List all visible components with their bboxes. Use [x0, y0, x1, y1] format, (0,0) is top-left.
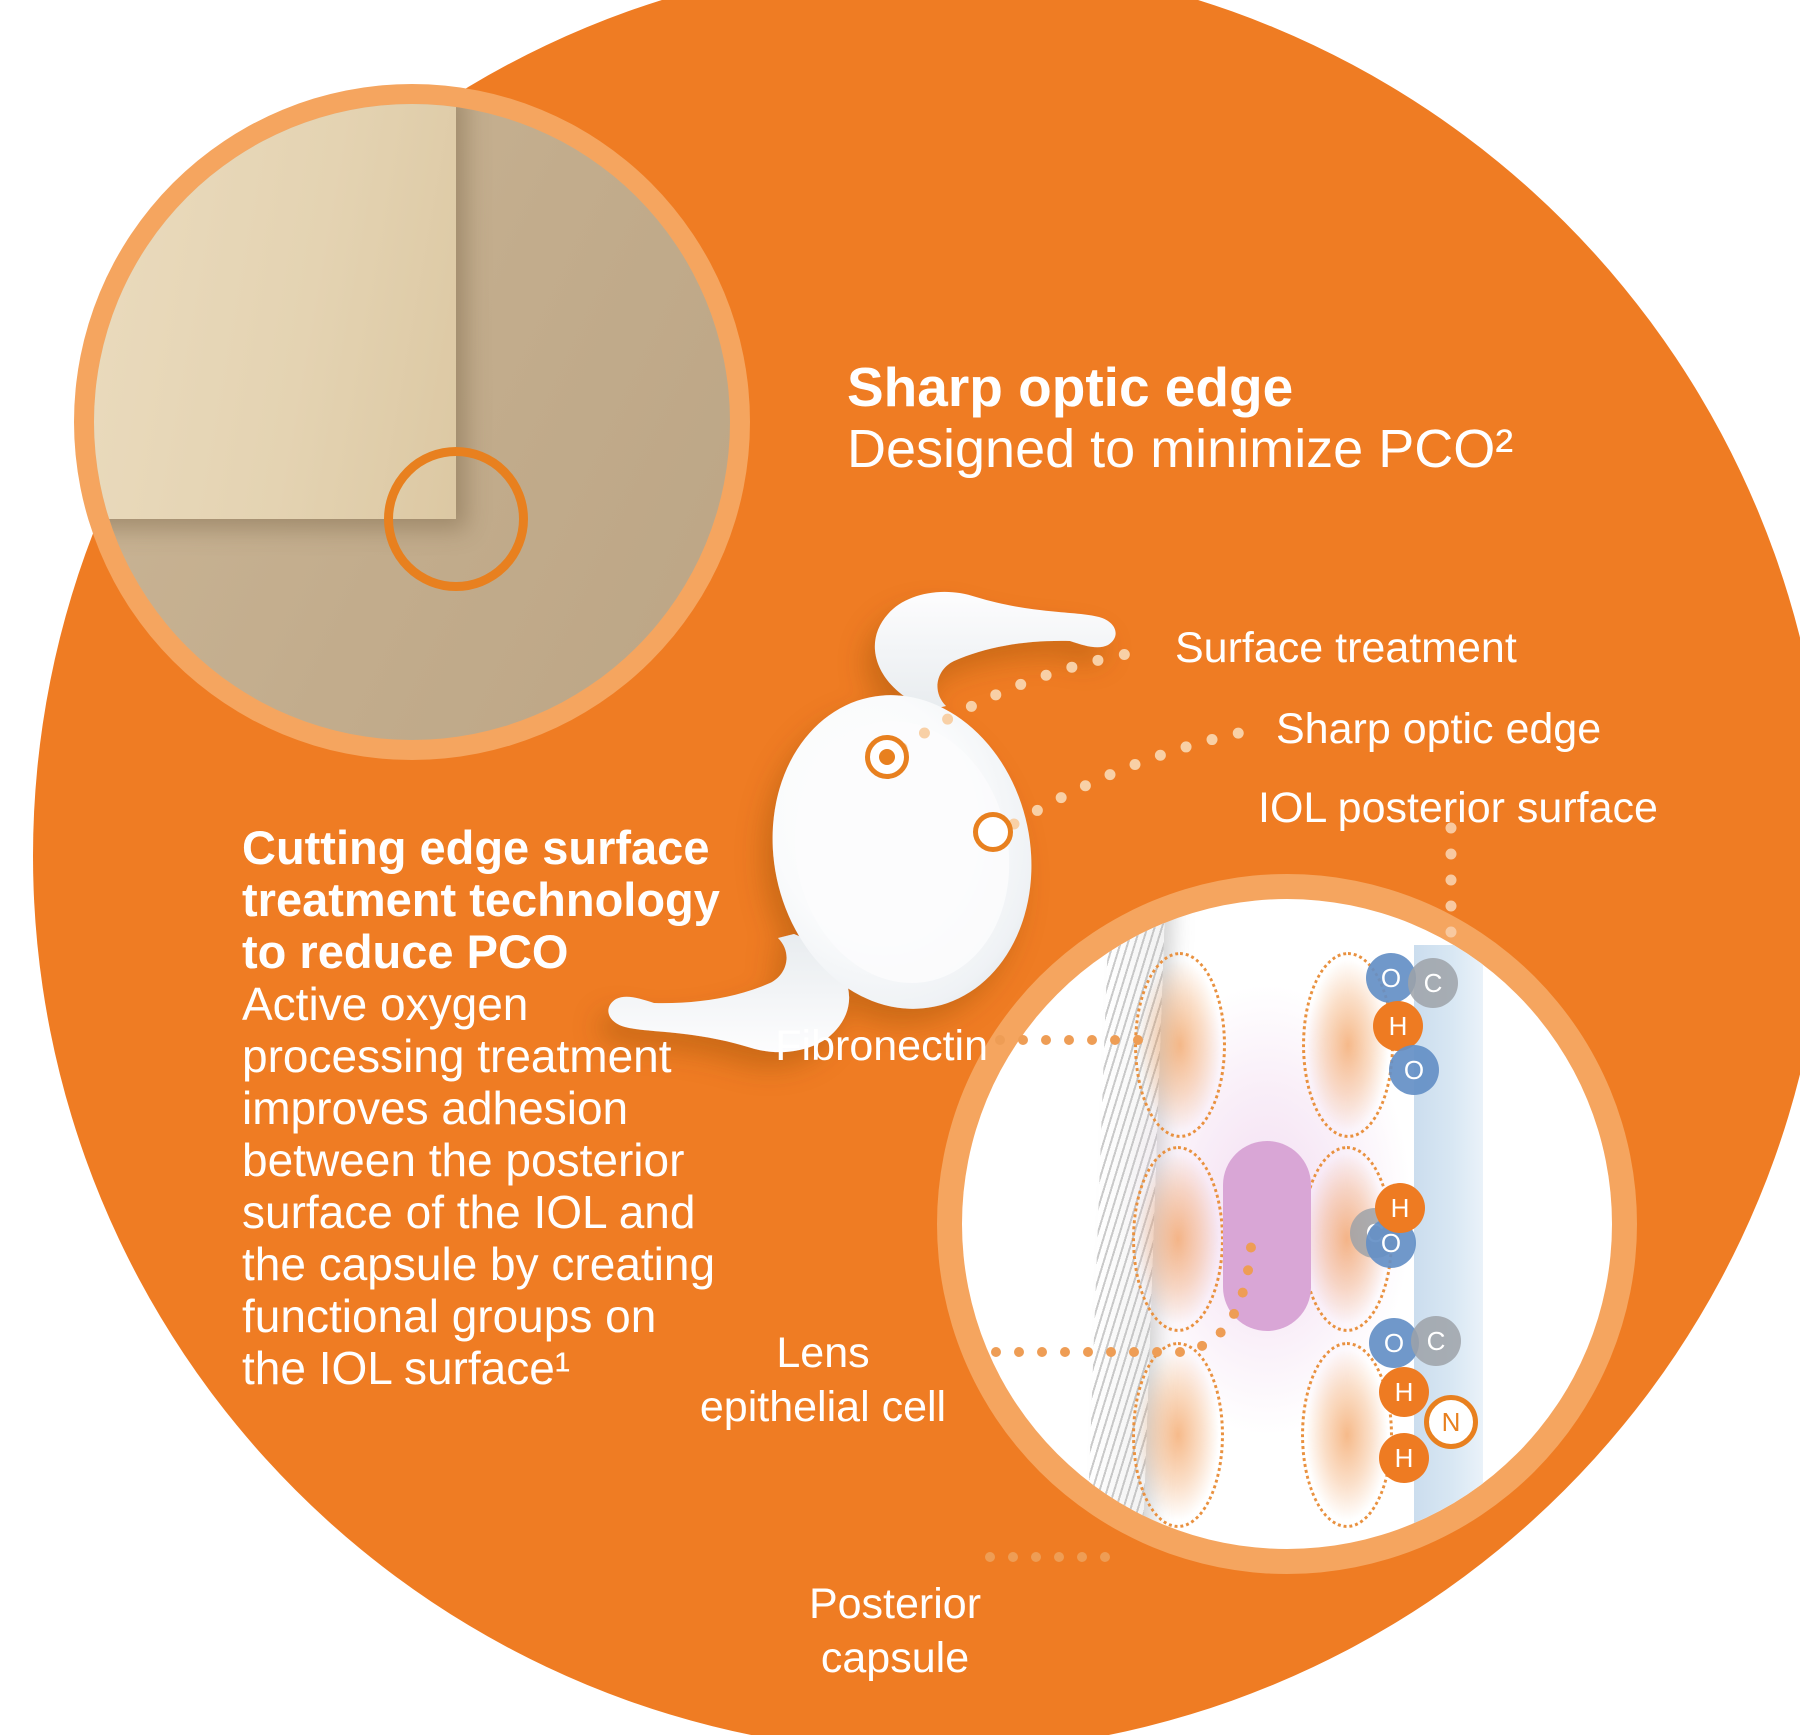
headline-title: Sharp optic edge	[847, 356, 1294, 418]
nitrogen-molecule: N	[1424, 1395, 1478, 1449]
optic-edge-marker	[973, 812, 1013, 852]
headline-subtitle: Designed to minimize PCO²	[847, 419, 1514, 479]
hydrogen-molecule: H	[1379, 1433, 1429, 1483]
hydrogen-molecule: H	[1379, 1367, 1429, 1417]
optic-edge-photo	[94, 104, 730, 740]
leader-lens-epithelial-cell	[991, 1225, 1257, 1357]
magnifier-ring-annotation	[384, 447, 528, 591]
oxygen-molecule: O	[1369, 1318, 1419, 1368]
carbon-molecule: C	[1408, 958, 1458, 1008]
leader-sharp-optic-edge	[1008, 725, 1254, 830]
optic-edge-sheet	[94, 104, 456, 519]
label-lens-epithelial-cell: Lens epithelial cell	[699, 1329, 947, 1431]
surface-treatment-body: Active oxygen processing treatment impro…	[242, 978, 716, 1394]
surface-treatment-marker-dot	[879, 749, 895, 765]
callout-iol-posterior-surface: IOL posterior surface	[1258, 784, 1658, 832]
optic-edge-photo-inset	[74, 84, 750, 760]
surface-treatment-marker	[865, 735, 909, 779]
hydrogen-molecule: H	[1373, 1001, 1423, 1051]
iol-optic-rim	[794, 721, 1010, 983]
fibronectin-oval	[1134, 952, 1226, 1138]
oxygen-molecule: O	[1366, 953, 1416, 1003]
label-fibronectin: Fibronectin	[775, 1022, 988, 1070]
adhesion-diagram-ring: O C H O C O H O C H H N	[937, 874, 1637, 1574]
iol-haptic-top	[874, 591, 1116, 710]
hydrogen-molecule: H	[1375, 1183, 1425, 1233]
oxygen-molecule: O	[1389, 1045, 1439, 1095]
lens-epithelial-cell-shape	[1223, 1141, 1311, 1331]
callout-sharp-optic-edge: Sharp optic edge	[1276, 705, 1602, 753]
iol-haptic-bottom	[608, 934, 850, 1053]
leader-surface-treatment	[896, 644, 1156, 754]
label-posterior-capsule: Posterior capsule	[808, 1580, 982, 1682]
callout-surface-treatment: Surface treatment	[1175, 624, 1517, 672]
fibronectin-oval	[1132, 1146, 1224, 1332]
surface-treatment-heading: Cutting edge surface treatment technolog…	[242, 821, 720, 978]
fibronectin-oval	[1132, 1342, 1224, 1528]
adhesion-diagram: O C H O C O H O C H H N	[962, 899, 1612, 1549]
carbon-molecule: C	[1411, 1316, 1461, 1366]
